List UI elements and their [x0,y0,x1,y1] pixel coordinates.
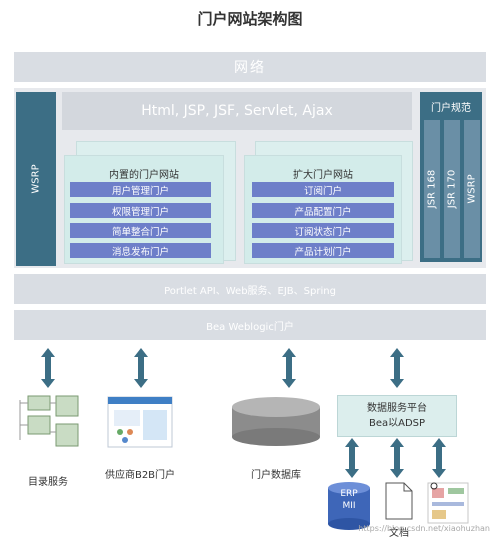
arrow-database [282,348,296,388]
extended-portal-title: 扩大门户网站 [293,170,353,181]
builtin-portal-item: 简单整合门户 [70,223,211,238]
erp-label-line: ERP [340,489,358,499]
extended-portal-item: 订阅状态门户 [252,223,394,238]
watermark: https://blog.csdn.net/xiaohuzhan [358,524,490,533]
spec-column-jsr170: JSR 170 [444,120,460,258]
directory-service-label: 目录服务 [28,477,68,488]
portal-spec-title: 门户规范 [431,103,471,114]
builtin-portal-item: 用户管理门户 [70,182,211,197]
extended-portal-item: 产品计划门户 [252,243,394,258]
arrow-data-service [390,348,404,388]
builtin-portal-item: 权限管理门户 [70,203,211,218]
builtin-portal-title: 内置的门户网站 [109,170,179,181]
spec-column-jsr168: JSR 168 [424,120,440,258]
arrow-other [432,438,446,478]
wsrp-left-column: WSRP [16,92,56,266]
supplier-b2b-label: 供应商B2B门户 [104,470,176,481]
network-layer: 网络 [14,52,486,82]
directory-service-icon [19,395,79,447]
data-service-platform-box: 数据服务平台 Bea以ADSP [337,395,457,437]
arrow-supplier [134,348,148,388]
bea-weblogic-bar: Bea Weblogic门户 [14,310,486,340]
portal-database-label: 门户数据库 [251,470,301,481]
supplier-b2b-icon [107,396,173,448]
extended-portal-item: 产品配置门户 [252,203,394,218]
builtin-portal-item: 消息发布门户 [70,243,211,258]
data-service-platform-title: 数据服务平台 [367,403,427,414]
erp-label: ERP MII [328,488,370,512]
document-label: 文档 [389,528,409,539]
erp-database-icon [328,482,370,530]
arrow-erp [345,438,359,478]
arrow-directory [41,348,55,388]
arrow-document [390,438,404,478]
diagram-title: 门户网站架构图 [197,10,303,28]
dashboard-icon [427,482,469,524]
portal-database-icon [232,397,320,446]
extended-portal-item: 订阅门户 [252,182,394,197]
document-icon [385,482,413,520]
data-service-platform-subtitle: Bea以ADSP [368,418,426,429]
portlet-api-bar: Portlet API、Web服务、EJB、Spring [14,274,486,304]
spec-column-wsrp: WSRP [464,120,480,258]
tech-stack-bar: Html, JSP, JSF, Servlet, Ajax [62,92,412,130]
erp-label-line: MII [342,501,356,511]
